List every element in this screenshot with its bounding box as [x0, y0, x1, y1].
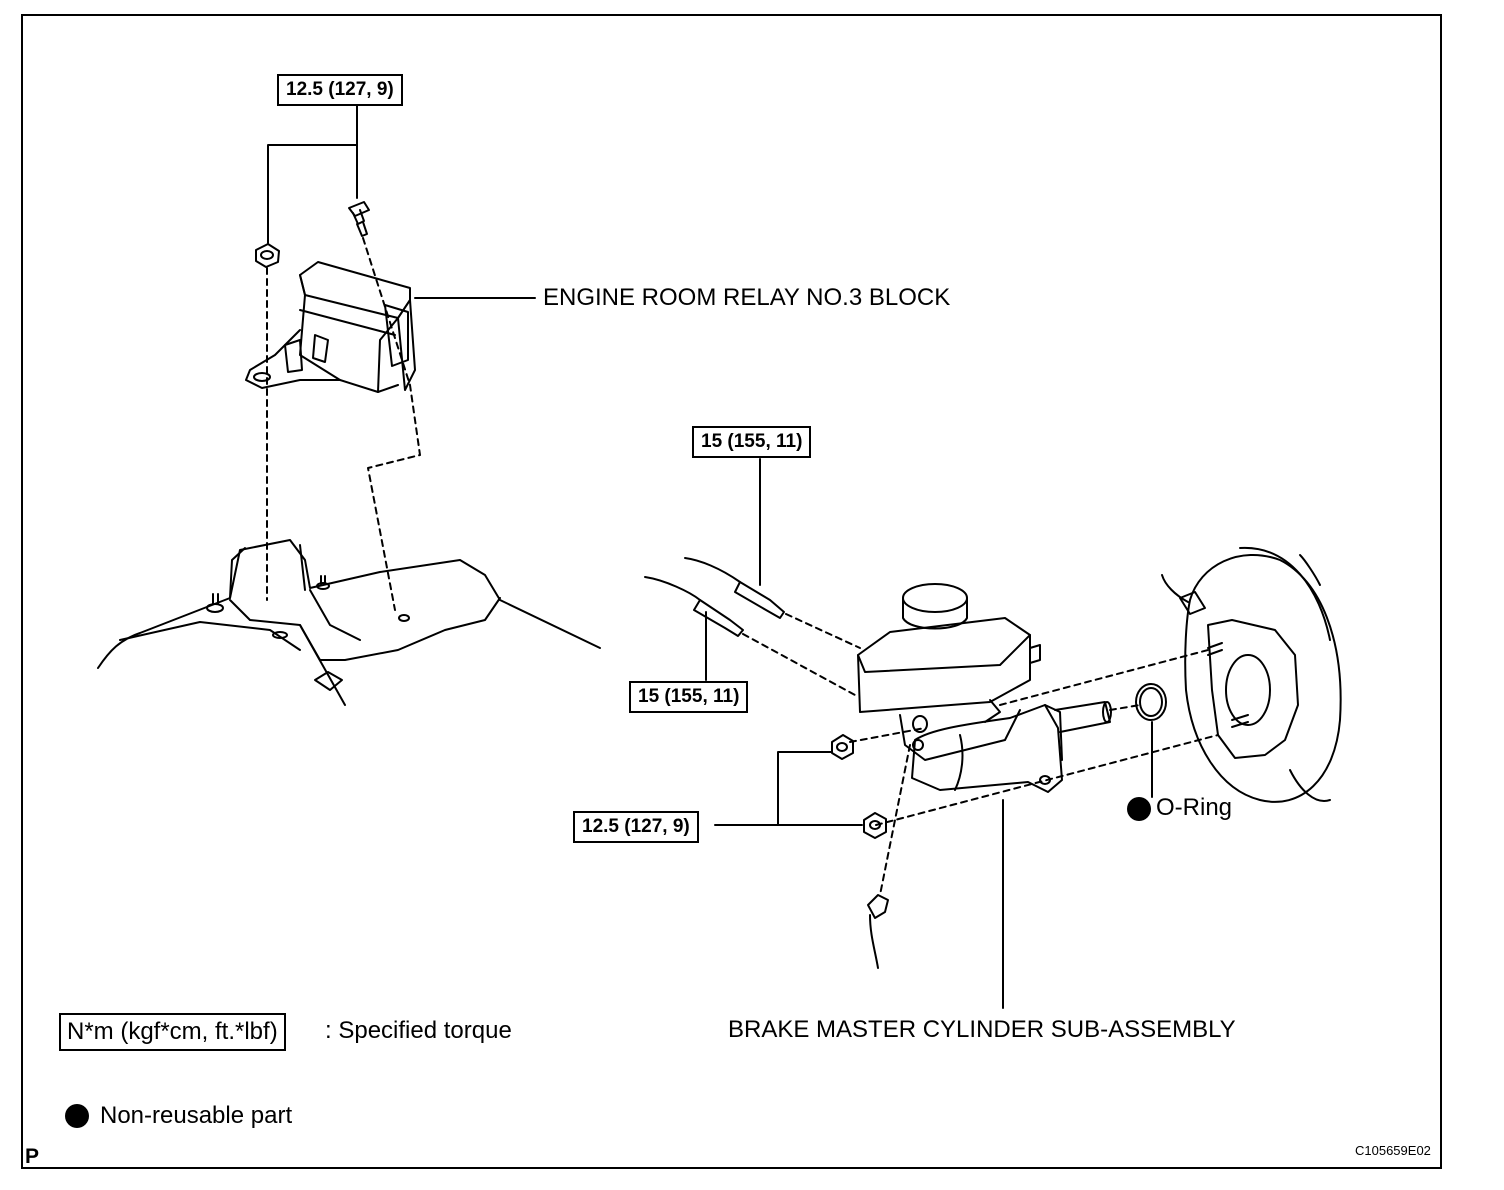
relay-torque-leader — [267, 104, 536, 299]
master-cylinder-label: BRAKE MASTER CYLINDER SUB-ASSEMBLY — [728, 1016, 1236, 1043]
body-panel-drawing — [97, 539, 601, 706]
o-ring-drawing — [1135, 683, 1167, 721]
lower-line-torque-callout: 15 (155, 11) — [629, 681, 749, 713]
mc-nut-upper — [831, 734, 854, 760]
figure-code: C105659E02 — [1355, 1143, 1431, 1158]
o-ring-nonreusable-dot — [1127, 797, 1151, 821]
relay-nut — [255, 243, 280, 268]
relay-alignment-lines — [266, 237, 421, 611]
diagram-frame — [21, 14, 1442, 1169]
relay-torque-callout: 12.5 (127, 9) — [277, 74, 403, 106]
relay-bolt — [348, 201, 370, 237]
page-mark: P — [25, 1145, 40, 1168]
upper-line-torque-callout: 15 (155, 11) — [692, 426, 812, 458]
mc-alignment-lines — [742, 613, 1219, 896]
brake-booster-drawing — [1161, 546, 1342, 803]
brake-line-upper — [684, 557, 785, 619]
legend-nonreusable-text: Non-reusable part — [100, 1102, 293, 1129]
mc-nut-lower — [863, 812, 887, 839]
master-cylinder-drawing — [857, 583, 1112, 793]
brake-line-lower — [644, 576, 744, 637]
relay-block-label: ENGINE ROOM RELAY NO.3 BLOCK — [543, 284, 951, 311]
o-ring-label: O-Ring — [1156, 794, 1233, 821]
mc-nut-torque-callout: 12.5 (127, 9) — [573, 811, 699, 843]
legend-torque-text: : Specified torque — [325, 1017, 512, 1044]
wire-connector — [867, 894, 889, 969]
mc-nut-leader — [714, 751, 863, 826]
legend-torque-unit-box: N*m (kgf*cm, ft.*lbf) — [59, 1013, 286, 1051]
legend-nonreusable-dot — [65, 1104, 89, 1128]
relay-block-drawing — [245, 261, 416, 393]
